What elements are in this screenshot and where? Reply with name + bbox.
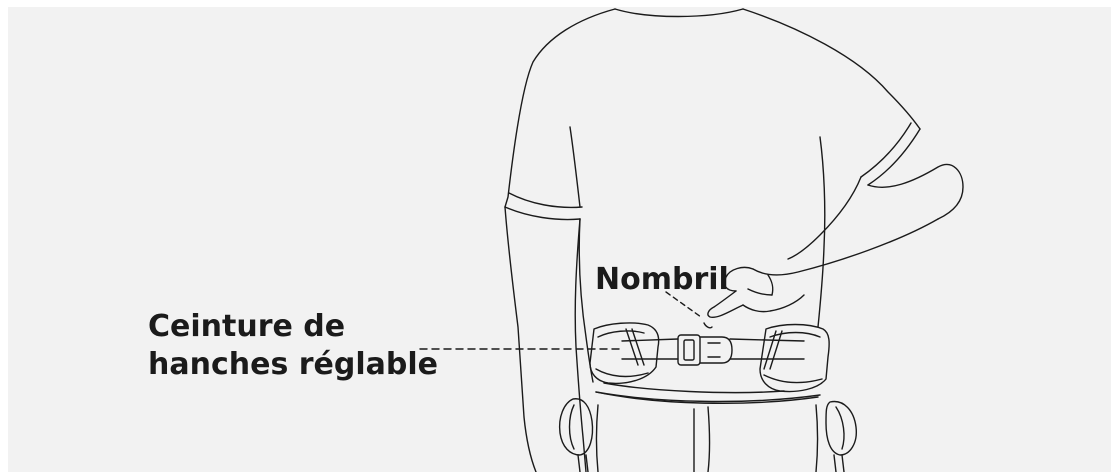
right-arm-pointing — [707, 163, 964, 319]
hip-belt-label-line-2: hanches réglable — [148, 347, 438, 382]
illustration-panel: Nombril Ceinture de hanches réglable — [8, 7, 1111, 472]
hip-belt — [589, 322, 830, 394]
left-arm — [504, 206, 587, 472]
hip-belt-label: Ceinture de hanches réglable — [148, 308, 438, 384]
torso-shirt — [504, 8, 921, 405]
person-wearing-hip-belt-illustration — [419, 8, 964, 472]
navel-label: Nombril — [595, 262, 729, 297]
navel-marker — [665, 291, 713, 329]
hip-belt-label-line-1: Ceinture de — [148, 309, 346, 344]
shorts-and-hip-joints — [558, 391, 857, 472]
